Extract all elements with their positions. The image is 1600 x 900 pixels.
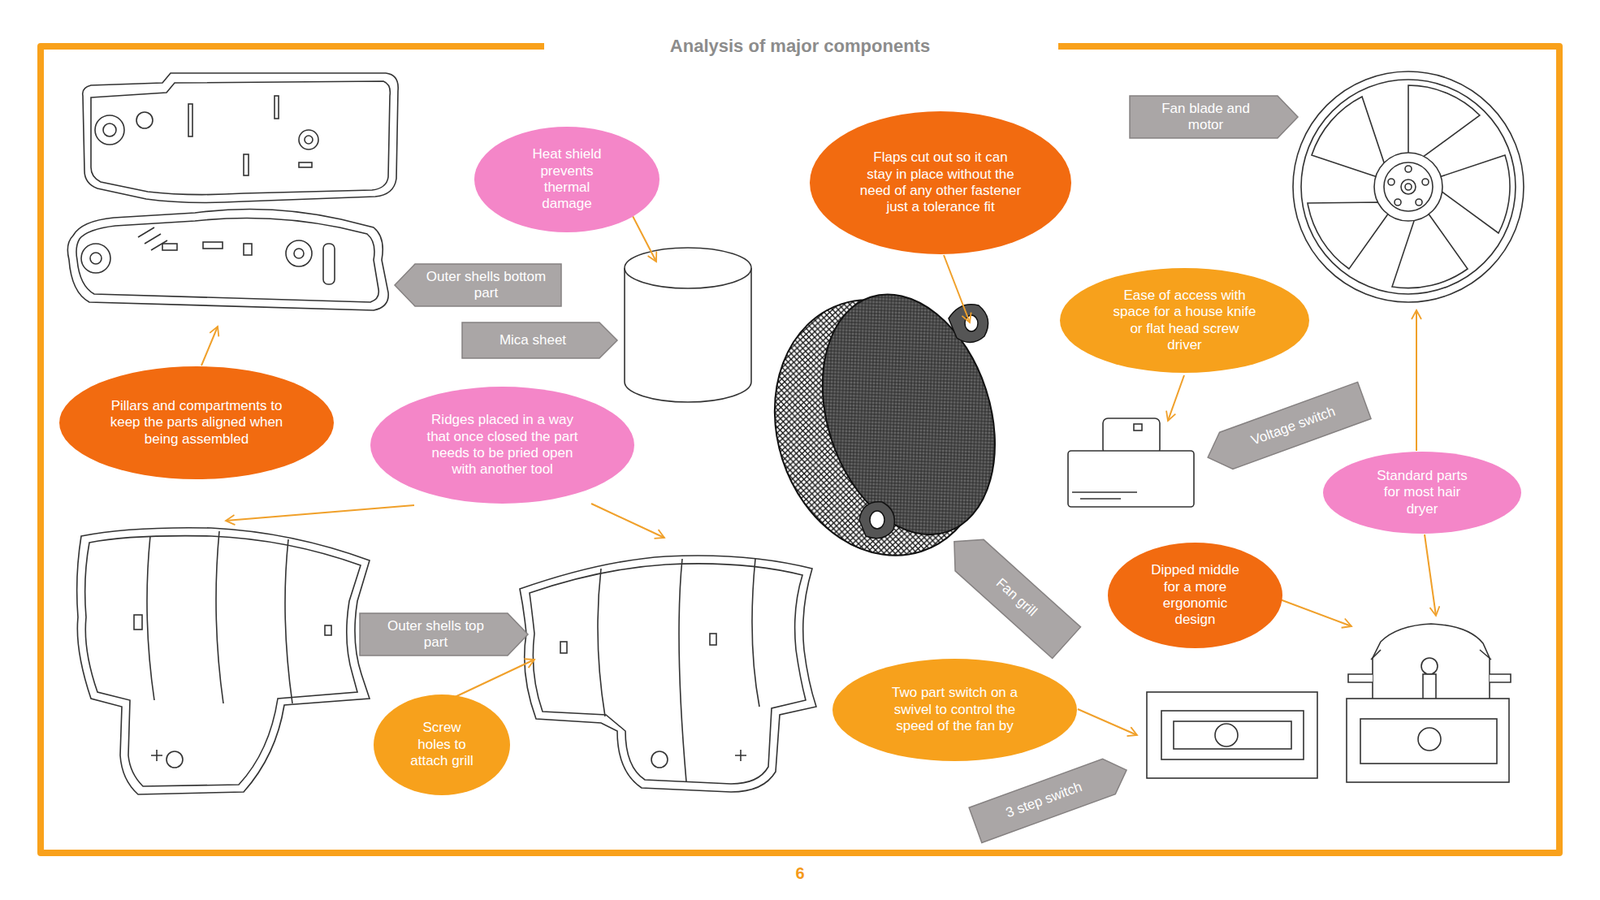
arrow-fill <box>359 613 528 656</box>
callout-ellipse: Dipped middle for a more ergonomic desig… <box>1107 541 1284 649</box>
arrow-fill <box>968 752 1133 844</box>
page-title: Analysis of major components <box>556 35 1044 57</box>
ellipse-fill <box>809 111 1072 255</box>
two-part-switch-sketch <box>1346 623 1511 783</box>
label-arrow: Mica sheet <box>461 321 619 359</box>
callout-ellipse: Pillars and compartments to keep the par… <box>58 365 335 480</box>
callout-ellipse: Heat shield prevents thermal damage <box>473 125 661 234</box>
ellipse-fill <box>832 658 1077 762</box>
callout-text: Two part switch on a swivel to control t… <box>879 684 1030 735</box>
callout-ellipse: Standard parts for most hair dryer <box>1322 450 1523 535</box>
callout-text: Heat shield prevents thermal damage <box>521 146 613 213</box>
voltage-switch-sketch <box>1068 418 1194 507</box>
ellipse-fill <box>370 386 635 504</box>
callout-text: Flaps cut out so it can stay in place wi… <box>859 149 1022 217</box>
part-name: Mica sheet <box>475 332 590 349</box>
arrow-fill <box>939 525 1081 658</box>
fan-grill-sketch <box>742 269 1028 584</box>
mica-cylinder-sketch <box>624 247 752 403</box>
callout-text: Screw holes to attach grill <box>405 719 479 770</box>
ellipse-fill <box>474 126 660 233</box>
top-shell-left-sketch <box>77 527 370 795</box>
page-frame <box>40 46 1560 853</box>
callout-text: Ease of access with space for a house kn… <box>1112 287 1258 355</box>
label-arrow: Outer shells bottom part <box>393 263 563 308</box>
three-step-switch-sketch <box>1146 691 1318 779</box>
arrow-fill <box>1129 95 1298 139</box>
arrow-fill <box>394 263 562 307</box>
ellipse-fill <box>1107 542 1283 649</box>
label-arrow: Outer shells top part <box>358 612 529 657</box>
part-name: Outer shells top part <box>379 618 493 652</box>
callout-text: Standard parts for most hair dryer <box>1371 467 1474 518</box>
ellipse-fill <box>1323 451 1522 534</box>
part-name: Outer shells bottom part <box>419 268 554 303</box>
callout-ellipse: Flaps cut out so it can stay in place wi… <box>808 110 1073 256</box>
label-arrow: Voltage switch <box>1199 380 1372 477</box>
part-name: Fan blade and motor <box>1153 100 1259 135</box>
callout-ellipse: Screw holes to attach grill <box>372 693 511 796</box>
callout-ellipse: Ease of access with space for a house kn… <box>1059 267 1311 374</box>
callout-text: Ridges placed in a way that once closed … <box>421 411 584 479</box>
top-shell-right-sketch <box>519 555 817 792</box>
fan-sketch <box>1292 71 1524 303</box>
bottom-shell-sketch <box>67 73 398 311</box>
label-arrow: 3 step switch <box>968 751 1134 844</box>
ellipse-fill <box>1059 268 1310 373</box>
arrow-fill <box>1200 381 1371 476</box>
callout-ellipse: Two part switch on a swivel to control t… <box>831 657 1078 762</box>
label-arrow: Fan blade and motor <box>1128 95 1299 139</box>
leader-lines <box>201 216 1436 736</box>
ellipse-fill <box>59 366 334 480</box>
arrow-fill <box>462 322 618 359</box>
callout-text: Pillars and compartments to keep the par… <box>109 397 285 448</box>
callout-text: Dipped middle for a more ergonomic desig… <box>1147 562 1244 629</box>
label-arrow: Fan grill <box>938 524 1082 660</box>
ellipse-fill <box>373 694 511 796</box>
callout-ellipse: Ridges placed in a way that once closed … <box>369 385 636 505</box>
page-number: 6 <box>759 864 841 883</box>
